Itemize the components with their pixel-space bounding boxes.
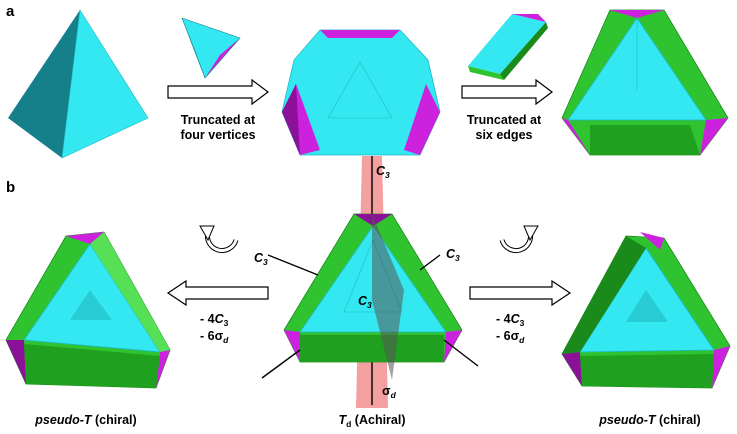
step-label-edges-line2: six edges [476,128,533,142]
caption-left-chiral: pseudo-T (chiral) [34,413,136,427]
right-op-sigma: - 6σd [496,329,525,345]
label-sigma-d: σd [382,384,397,400]
step-label-vertices-line1: Truncated at [181,113,256,127]
left-op-c3: - 4C3 [200,312,229,328]
counter-rotation-arrow-icon [199,225,239,254]
arrow-truncate-edges [461,78,553,106]
c3-axis-left [267,254,319,276]
label-c3-right: C3 [446,247,460,263]
axis-lower-right [443,339,479,367]
right-chiral-polyhedron [561,232,731,389]
label-c3-center: C3 [358,294,372,310]
edge-truncated-polyhedron [561,9,729,156]
caption-right-chiral: pseudo-T (chiral) [598,413,700,427]
panel-label-a: a [6,3,15,20]
arrow-truncate-vertices [167,78,269,106]
edge-piece [468,14,548,80]
arrow-to-left-chiral [166,279,269,307]
label-c3-top: C3 [376,164,390,180]
mirror-plane [372,214,404,380]
left-chiral-polyhedron [5,231,171,389]
rotation-arrow-icon [499,225,539,254]
axis-lower-left [261,349,301,379]
step-label-vertices-line2: four vertices [180,128,255,142]
left-op-sigma: - 6σd [200,329,229,345]
label-c3-left: C3 [254,251,268,267]
caption-center-achiral: Td (Achiral) [338,413,405,429]
arrow-to-right-chiral [469,279,572,307]
step-label-edges-line1: Truncated at [467,113,542,127]
truncated-tetrahedron [281,29,441,156]
tetrahedron [8,9,149,159]
panel-label-b: b [6,179,15,196]
c3-axis-right [419,254,441,271]
vertex-piece [181,17,241,79]
right-op-c3: - 4C3 [496,312,525,328]
